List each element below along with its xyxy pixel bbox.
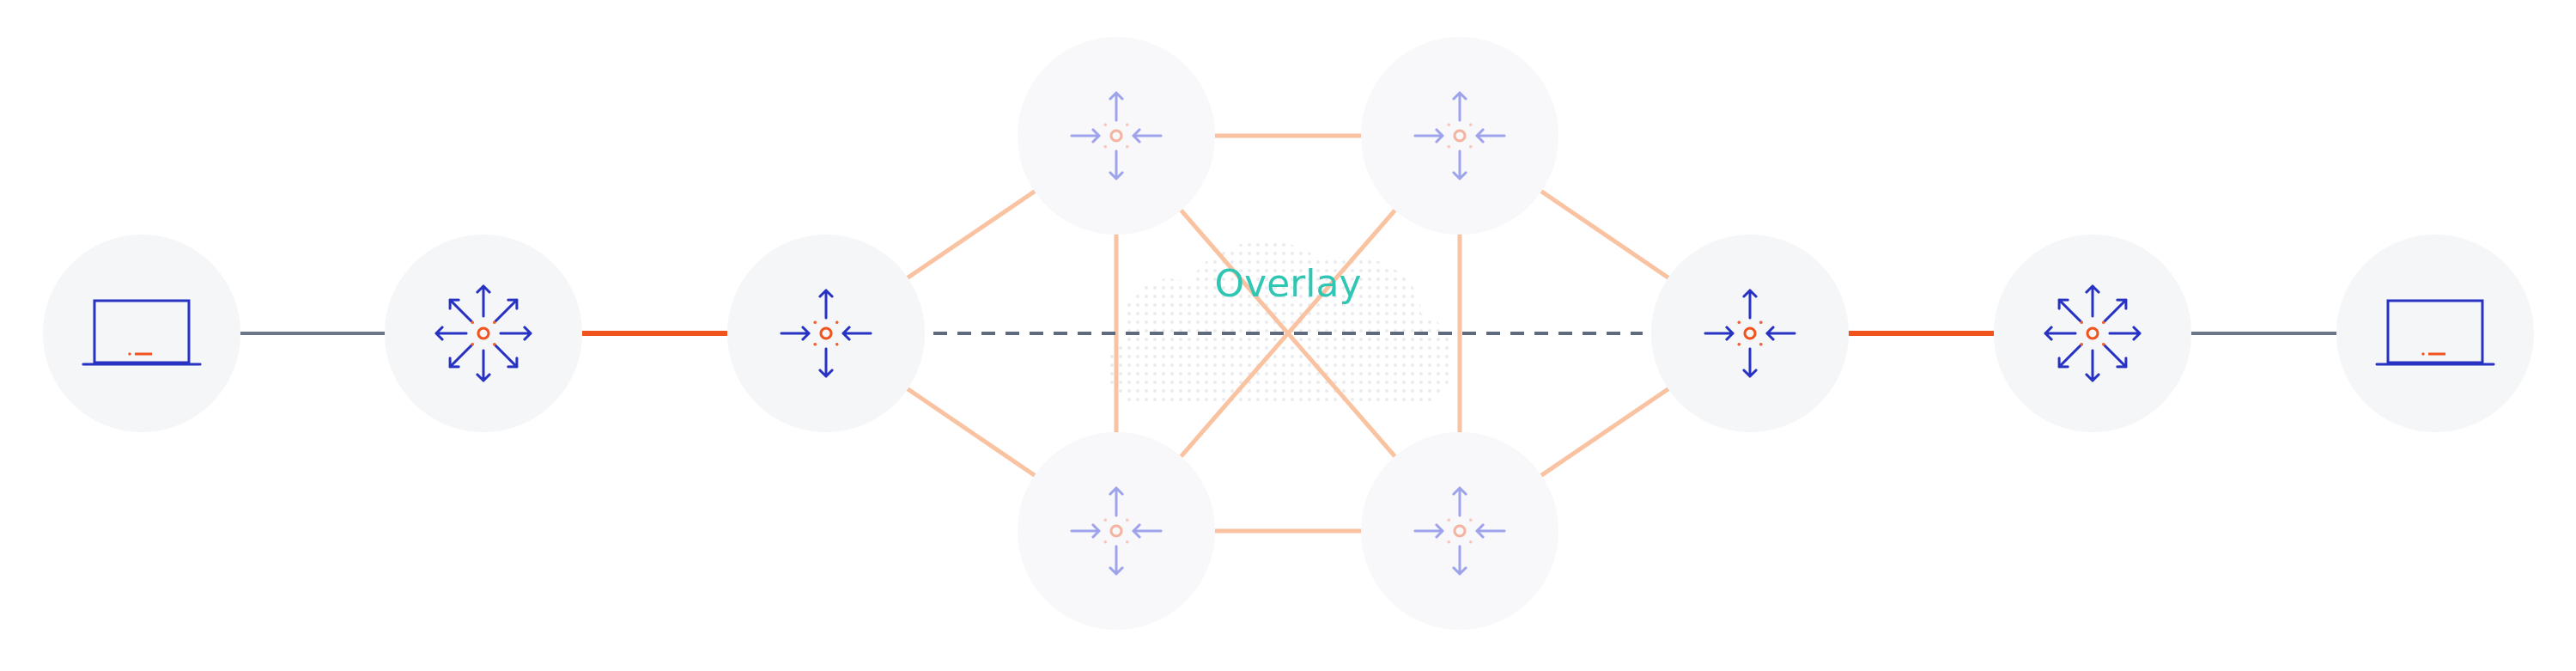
laptop-icon: [2375, 299, 2495, 366]
mesh-router-top-right-node-background: [1361, 37, 1558, 235]
mesh-router-bottom-left-node-background: [1018, 432, 1215, 630]
overlay-label: Overlay: [1214, 262, 1361, 306]
switch-left-node-background: [385, 235, 582, 432]
switch-icon: [2044, 284, 2142, 382]
mesh-router-bottom-left-node: [1018, 432, 1215, 630]
switch-right-node-background: [1994, 235, 2191, 432]
edge-router-left-node: [727, 235, 925, 432]
switch-right-node: [1994, 235, 2191, 432]
mesh-router-top-right-node: [1361, 37, 1558, 235]
router-icon: [1413, 91, 1506, 180]
mesh-router-bottom-right-node-background: [1361, 432, 1558, 630]
link-mesh-mesh-router-top-right-to-edge-router-right: [1540, 189, 1670, 280]
laptop-right-node: [2336, 235, 2534, 432]
mesh-router-top-left-node: [1018, 37, 1215, 235]
router-icon: [1070, 486, 1163, 576]
router-icon: [1413, 486, 1506, 576]
links: [240, 133, 2336, 534]
edge-router-right-node-background: [1651, 235, 1849, 432]
link-mesh-edge-router-left-to-mesh-router-top-left: [906, 189, 1036, 280]
mesh-router-bottom-right-node: [1361, 432, 1558, 630]
link-mesh-edge-router-left-to-mesh-router-bottom-left: [906, 387, 1036, 478]
edge-router-left-node-background: [727, 235, 925, 432]
router-icon: [780, 289, 872, 378]
switch-left-node: [385, 235, 582, 432]
link-mesh-mesh-router-top-right-to-mesh-router-bottom-left: [1179, 209, 1397, 458]
laptop-left-node: [43, 235, 240, 432]
nodes: [43, 37, 2534, 630]
router-icon: [1070, 91, 1163, 180]
laptop-right-node-background: [2336, 235, 2534, 432]
edge-router-right-node: [1651, 235, 1849, 432]
switch-icon: [434, 284, 532, 382]
mesh-router-top-left-node-background: [1018, 37, 1215, 235]
laptop-icon: [82, 299, 202, 366]
router-icon: [1704, 289, 1796, 378]
link-mesh-mesh-router-bottom-right-to-edge-router-right: [1540, 387, 1670, 478]
laptop-left-node-background: [43, 235, 240, 432]
